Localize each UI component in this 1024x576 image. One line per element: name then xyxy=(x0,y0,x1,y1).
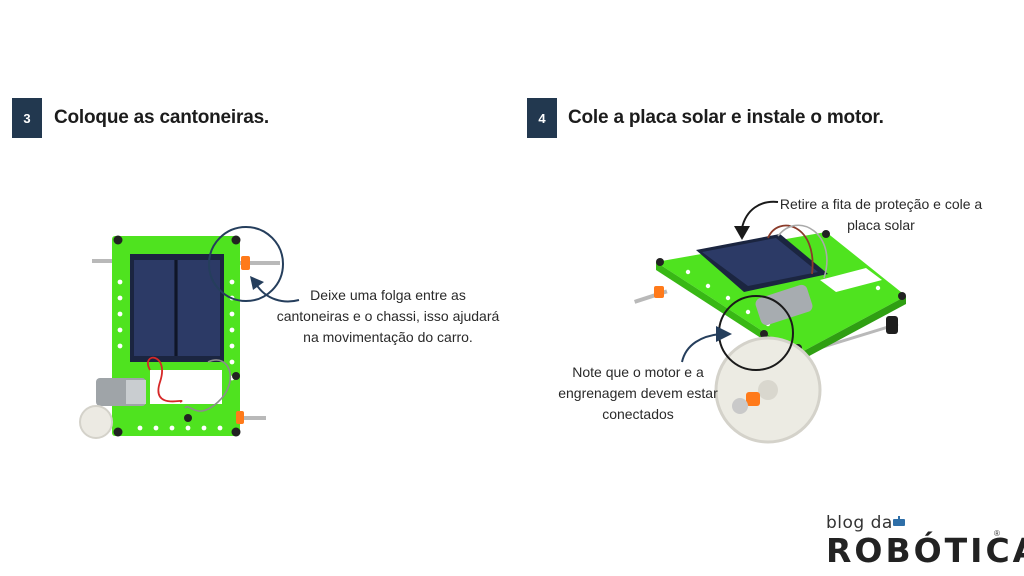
step-title-3: Coloque as cantoneiras. xyxy=(54,107,269,129)
step3-caption: Deixe uma folga entre as cantoneiras e o… xyxy=(262,285,514,348)
caption-line: Retire a fita de proteção e cole a xyxy=(778,194,984,215)
caption-line: na movimentação do carro. xyxy=(262,327,514,348)
blog-da-robotica-logo: blog da ROBÓTICA ® xyxy=(826,513,1006,569)
registered-mark: ® xyxy=(994,529,1000,538)
caption-line: conectados xyxy=(555,404,721,425)
caption-line: engrenagem devem estar xyxy=(555,383,721,404)
step-number: 4 xyxy=(538,111,545,126)
step4-caption-left: Note que o motor e a engrenagem devem es… xyxy=(555,362,721,425)
caption-line: cantoneiras e o chassi, isso ajudará xyxy=(262,306,514,327)
step-number-badge-4: 4 xyxy=(527,98,557,138)
logo-line1: blog da xyxy=(826,513,893,533)
step-number-badge-3: 3 xyxy=(12,98,42,138)
step-title-4: Cole a placa solar e instale o motor. xyxy=(568,107,884,129)
caption-line: placa solar xyxy=(778,215,984,236)
caption-line: Deixe uma folga entre as xyxy=(262,285,514,306)
robot-icon xyxy=(893,516,905,526)
caption-line: Note que o motor e a xyxy=(555,362,721,383)
step4-caption-top: Retire a fita de proteção e cole a placa… xyxy=(778,194,984,236)
step-number: 3 xyxy=(23,111,30,126)
